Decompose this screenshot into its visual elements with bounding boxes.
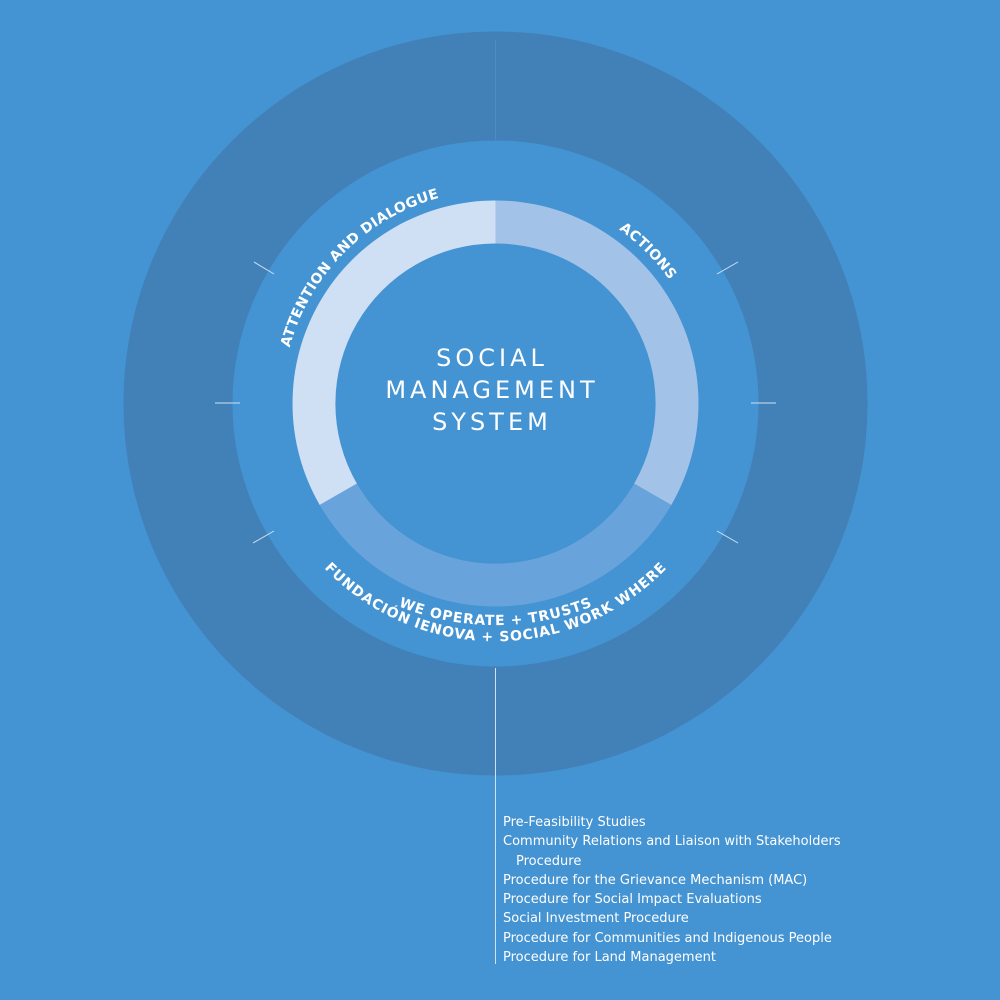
segment-actions <box>495 200 699 505</box>
procedure-item: Procedure for the Grievance Mechanism (M… <box>503 872 808 888</box>
segment-attention-and-dialogue <box>292 200 496 505</box>
center-title-line1: SOCIAL <box>436 344 548 372</box>
procedure-item: Social Investment Procedure <box>503 911 689 927</box>
procedure-item-continuation: Procedure <box>516 853 582 869</box>
procedure-item: Pre-Feasibility Studies <box>503 815 646 830</box>
center-title-line2: MANAGEMENT <box>385 376 598 404</box>
center-disc <box>336 244 655 563</box>
procedure-item: Procedure for Communities and Indigenous… <box>503 930 832 946</box>
tick-lower-right <box>716 530 739 544</box>
tick-upper-right <box>716 261 739 275</box>
segment-fundacion <box>319 483 672 607</box>
procedure-list: Pre-Feasibility Studies Community Relati… <box>503 813 983 967</box>
tick-upper-left <box>253 261 275 275</box>
procedure-item: Procedure for Land Management <box>503 950 716 966</box>
tick-lower-left <box>252 530 275 544</box>
center-title-line3: SYSTEM <box>432 408 552 436</box>
procedure-item: Community Relations and Liaison with Sta… <box>503 834 841 850</box>
procedure-item: Procedure for Social Impact Evaluations <box>503 892 762 908</box>
